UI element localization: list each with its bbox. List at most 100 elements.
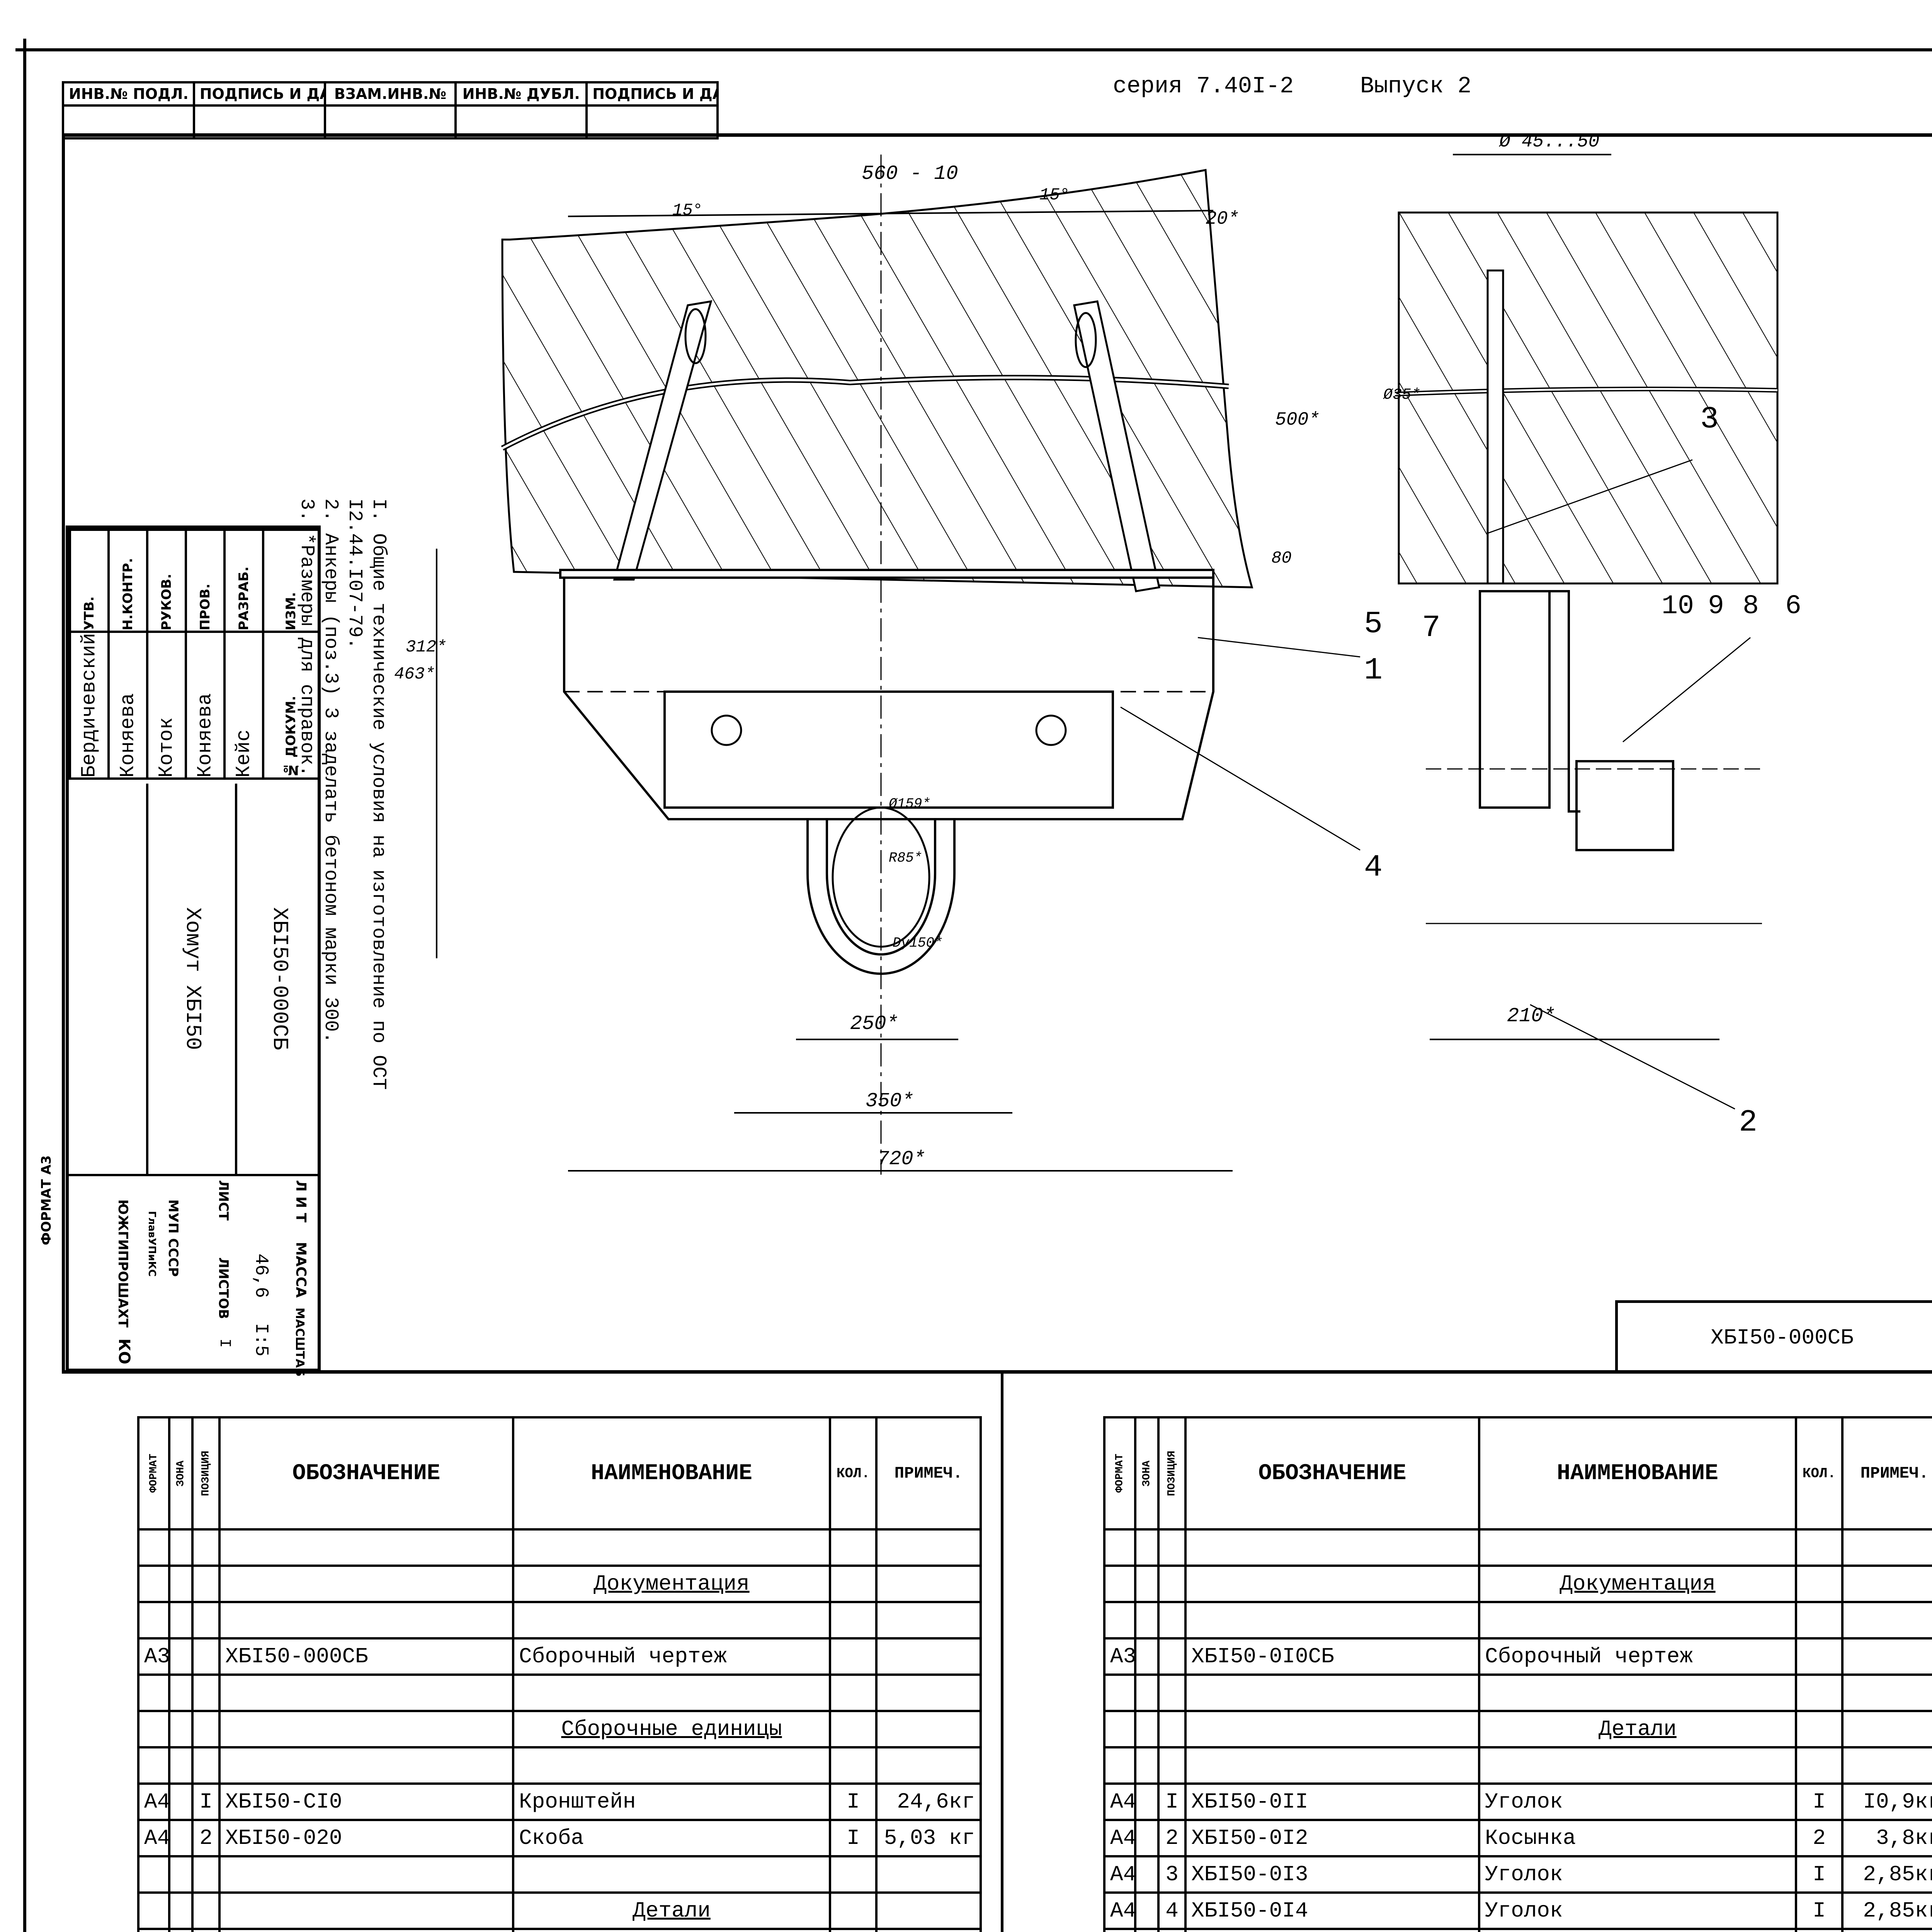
cell-d [218, 1710, 514, 1748]
cell-r: 2,85кг [1841, 1855, 1932, 1894]
main-stamp-org-1: МУП СССР [165, 1199, 181, 1277]
cell-q [829, 1928, 878, 1932]
stamp-cell-izm: ИЗМ. [263, 530, 319, 632]
cell-f [1103, 1710, 1136, 1748]
table-row [137, 1746, 982, 1785]
callout-8: 8 [1743, 591, 1759, 622]
cell-n [1478, 1673, 1797, 1712]
col-note: ПРИМЕЧ. [875, 1416, 982, 1531]
page-top-line [15, 48, 1932, 51]
drawing-frame-left [62, 133, 65, 1374]
cell-z [168, 1528, 194, 1567]
cell-q [1795, 1528, 1844, 1567]
cell-z [1134, 1746, 1160, 1785]
inventory-label-2: ПОДПИСЬ И ДАТА [192, 81, 326, 107]
cell-r [875, 1928, 982, 1932]
stamp-cell-role-5: РАЗРАБ. [224, 530, 263, 632]
drawing-code: ХБI50-000СБ [1711, 1325, 1854, 1350]
cell-d: ХБI50-0I4 [1184, 1891, 1480, 1930]
main-stamp-code-cell: ХБI50-000СБ [235, 784, 322, 1174]
table-row [137, 1528, 982, 1567]
cell-q [1795, 1673, 1844, 1712]
cell-r [875, 1746, 982, 1785]
cell-f [1103, 1528, 1136, 1567]
cell-r: 3,8кг [1841, 1819, 1932, 1857]
cell-f [1103, 1928, 1136, 1932]
cell-q [829, 1565, 878, 1603]
cell-q [829, 1710, 878, 1748]
main-stamp-org-2: ГлавУПиКС [146, 1211, 158, 1277]
stamp-cell-role-4: ПРОВ. [186, 530, 224, 632]
table-row: Документация [1103, 1565, 1932, 1603]
table-row [1103, 1601, 1932, 1639]
cell-q [1795, 1637, 1844, 1676]
callout-4: 4 [1364, 850, 1383, 885]
inventory-label-5: ПОДПИСЬ И ДАТА [585, 81, 719, 107]
callout-7: 7 [1422, 611, 1441, 646]
stamp-doc-label: № ДОКУМ. [263, 631, 319, 779]
stamp-name-rukov: Коток [147, 631, 186, 779]
cell-q [1795, 1601, 1844, 1639]
cell-d [218, 1673, 514, 1712]
col-name: НАИМЕНОВАНИЕ [1478, 1416, 1797, 1531]
cell-z [1134, 1891, 1160, 1930]
table-row [137, 1673, 982, 1712]
callout-10: 10 [1662, 591, 1694, 622]
cell-p: I [1157, 1782, 1187, 1821]
cell-r [875, 1891, 982, 1930]
col-zone: ЗОНА [169, 1417, 192, 1529]
series-label: серия 7.40I-2 [1113, 73, 1294, 100]
cell-f: A4 [1103, 1891, 1136, 1930]
cell-d: ХБI50-0I3 [1184, 1855, 1480, 1894]
cell-f [137, 1928, 170, 1932]
cell-p [1157, 1673, 1187, 1712]
cell-q: I [1795, 1891, 1844, 1930]
stamp-name-prov: Коняева [186, 631, 224, 779]
main-stamp-scale: I:5 [250, 1323, 271, 1357]
cell-z [168, 1746, 194, 1785]
spec-left-table: ФОРМАТ ЗОНА ПОЗИЦИЯ ОБОЗНАЧЕНИЕ НАИМЕНОВ… [137, 1416, 982, 1932]
main-stamp-sheet-label: ЛИСТ [216, 1180, 231, 1221]
dim-height-463: 463* [394, 665, 435, 684]
cell-z [168, 1855, 194, 1894]
dim-anchor-offset: 20* [1206, 209, 1239, 230]
cell-n [512, 1746, 831, 1785]
cell-n [1478, 1928, 1797, 1932]
cell-q [829, 1637, 878, 1676]
dim-width-720: 720* [877, 1148, 925, 1170]
cell-n [512, 1528, 831, 1567]
dim-pipe-dn: Dy150* [893, 935, 943, 951]
cell-f [137, 1710, 170, 1748]
cell-p [191, 1673, 221, 1712]
cell-f [137, 1746, 170, 1785]
stamp-cell-role-2: Н.КОНТР. [109, 530, 147, 632]
main-stamp-dept: КО [115, 1338, 133, 1364]
cell-d [1184, 1528, 1480, 1567]
cell-d: ХБI50-0I0СБ [1184, 1637, 1480, 1676]
cell-z [168, 1601, 194, 1639]
cell-n: Детали [512, 1891, 831, 1930]
cell-q [1795, 1565, 1844, 1603]
cell-q: I [1795, 1855, 1844, 1894]
cell-d [218, 1746, 514, 1785]
cell-q [829, 1673, 878, 1712]
cell-r [1841, 1528, 1932, 1567]
cell-f: A4 [137, 1782, 170, 1821]
cell-f: A4 [1103, 1782, 1136, 1821]
cell-p [1157, 1528, 1187, 1567]
cell-p [191, 1565, 221, 1603]
cell-n: Документация [512, 1565, 831, 1603]
dim-top-span: 560 - 10 [862, 162, 958, 185]
cell-q: 2 [1795, 1819, 1844, 1857]
cell-f [1103, 1565, 1136, 1603]
stamp-name-utv: Бердичевский [70, 631, 109, 779]
cell-n: Документация [1478, 1565, 1797, 1603]
cell-r [875, 1601, 982, 1639]
cell-r [1841, 1601, 1932, 1639]
cell-p [1157, 1601, 1187, 1639]
